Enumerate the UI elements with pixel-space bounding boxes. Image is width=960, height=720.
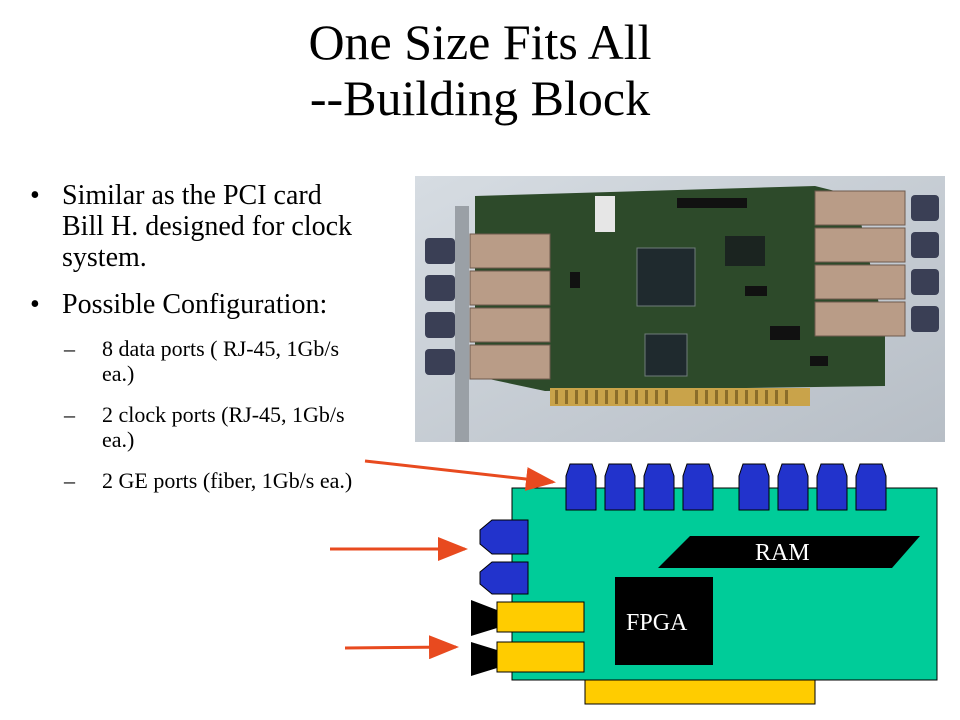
sub-bullet-text: 2 clock ports (RJ-45, 1Gb/s ea.) <box>102 402 345 452</box>
dash-icon: – <box>64 468 75 493</box>
fpga-label: FPGA <box>626 610 688 636</box>
bullet-text: Possible Configuration: <box>62 289 328 320</box>
dash-icon: – <box>64 402 75 427</box>
sub-bullet-text: 2 GE ports (fiber, 1Gb/s ea.) <box>102 468 353 493</box>
bullet-text: Similar as the PCI card Bill H. designed… <box>62 180 353 273</box>
sub-bullet-item: – 8 data ports ( RJ-45, 1Gb/s ea.) <box>64 336 368 386</box>
bullet-list: • Similar as the PCI card Bill H. design… <box>28 180 368 509</box>
ram-label: RAM <box>755 540 810 566</box>
bullet-dot-icon: • <box>30 180 40 211</box>
sub-bullet-text: 8 data ports ( RJ-45, 1Gb/s ea.) <box>102 336 340 386</box>
title-line-1: One Size Fits All <box>308 14 652 70</box>
bullet-dot-icon: • <box>30 289 40 320</box>
pci-card-photo <box>415 176 945 442</box>
sub-bullet-item: – 2 GE ports (fiber, 1Gb/s ea.) <box>64 468 368 493</box>
bullet-item: • Similar as the PCI card Bill H. design… <box>28 180 368 273</box>
sub-bullet-item: – 2 clock ports (RJ-45, 1Gb/s ea.) <box>64 402 368 452</box>
dash-icon: – <box>64 336 75 361</box>
slide-title: One Size Fits All --Building Block <box>0 14 960 126</box>
rj45-data-ports <box>565 463 887 511</box>
title-line-2: --Building Block <box>309 70 651 126</box>
bullet-item: • Possible Configuration: <box>28 289 368 320</box>
rj45-clock-ports <box>479 519 529 595</box>
fiber-ge-ports <box>471 600 585 676</box>
